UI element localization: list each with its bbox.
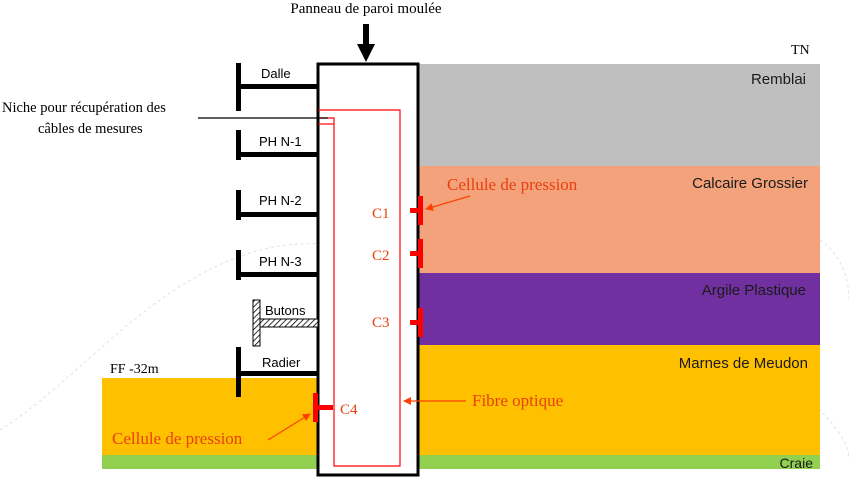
pressure-cell-label-top: Cellule de pression bbox=[447, 175, 578, 194]
floor-label-ph-n1: PH N-1 bbox=[259, 134, 302, 149]
pressure-cell-c1: C1 bbox=[372, 196, 423, 225]
layer-label-calcaire-grossier: Calcaire Grossier bbox=[692, 175, 808, 192]
radier-slab: Radier bbox=[236, 347, 318, 397]
diaphragm-wall-panel bbox=[316, 62, 420, 477]
diagram-title: Panneau de paroi moulée bbox=[290, 1, 442, 17]
floor-ph-n3: PH N-3 bbox=[236, 250, 318, 280]
cell-label-c3: C3 bbox=[372, 315, 390, 331]
floor-dalle: Dalle bbox=[236, 63, 318, 111]
cell-label-c1: C1 bbox=[372, 206, 390, 222]
optical-fiber-loop bbox=[318, 109, 401, 467]
butons-label: Butons bbox=[265, 303, 306, 318]
ground-level-label: TN bbox=[791, 43, 810, 58]
layer-label-remblai: Remblai bbox=[751, 71, 806, 88]
radier-label: Radier bbox=[262, 355, 301, 370]
layer-marnes-excavation bbox=[102, 378, 318, 455]
layer-argile-plastique bbox=[418, 273, 820, 345]
niche-label-line1: Niche pour récupération des bbox=[2, 100, 166, 116]
fiber-optic-label: Fibre optique bbox=[472, 391, 563, 410]
layer-label-craie: Craie bbox=[780, 455, 814, 471]
pressure-cell-arrow-top bbox=[425, 195, 471, 211]
pressure-cell-c4: C4 bbox=[313, 393, 358, 422]
pressure-cell-c2: C2 bbox=[372, 239, 423, 268]
layer-calcaire-grossier bbox=[418, 166, 820, 273]
cell-label-c4: C4 bbox=[340, 402, 358, 418]
cell-label-c2: C2 bbox=[372, 248, 390, 264]
floor-label-ph-n2: PH N-2 bbox=[259, 193, 302, 208]
floor-ph-n2: PH N-2 bbox=[236, 190, 318, 220]
layer-remblai bbox=[418, 64, 820, 166]
pressure-cell-label-bottom: Cellule de pression bbox=[112, 429, 243, 448]
pressure-cell-arrow-bottom bbox=[267, 413, 311, 441]
layer-label-marnes-de-meudon: Marnes de Meudon bbox=[679, 355, 808, 372]
layer-marnes-de-meudon bbox=[418, 345, 820, 455]
butons-strut: Butons bbox=[252, 299, 319, 347]
niche-annotation: Niche pour récupération des câbles de me… bbox=[2, 100, 328, 137]
niche-label-line2: câbles de mesures bbox=[38, 121, 143, 137]
layer-craie bbox=[102, 455, 820, 469]
ff-level-label: FF -32m bbox=[110, 362, 159, 377]
floor-label-dalle: Dalle bbox=[261, 66, 291, 81]
floor-ph-n1: PH N-1 bbox=[236, 130, 318, 160]
layer-label-argile-plastique: Argile Plastique bbox=[702, 282, 806, 299]
floor-label-ph-n3: PH N-3 bbox=[259, 254, 302, 269]
pressure-cell-c3: C3 bbox=[372, 308, 423, 337]
panel-arrow-icon bbox=[357, 24, 375, 62]
